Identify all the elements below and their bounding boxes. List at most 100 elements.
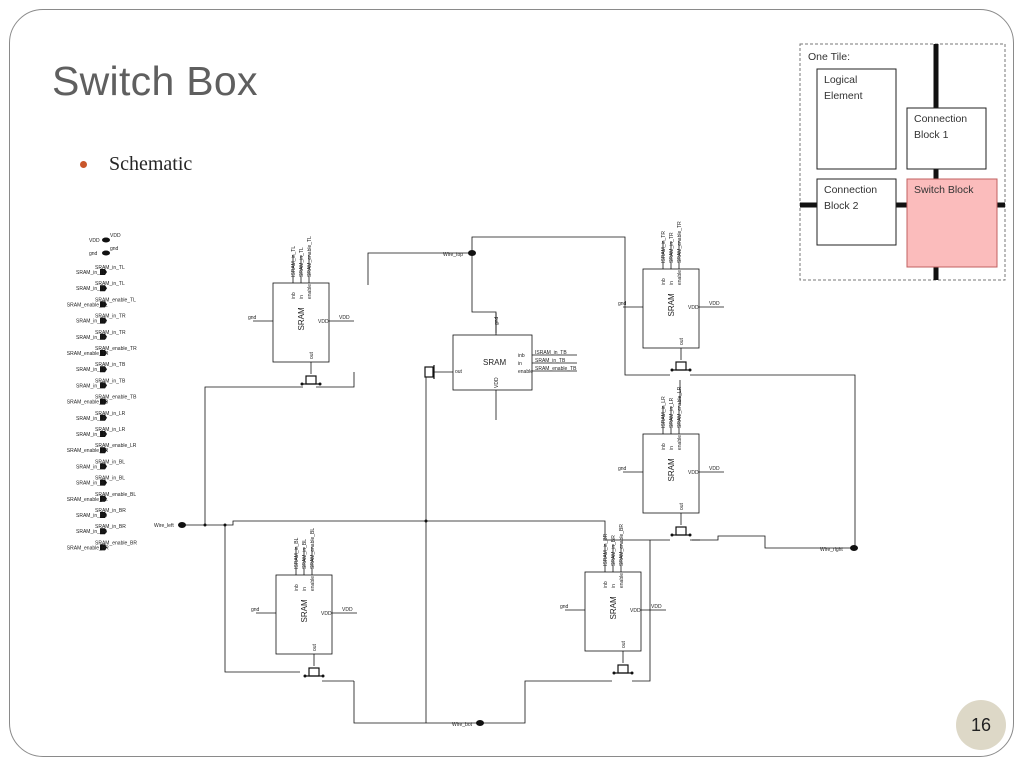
pin-terminal xyxy=(100,431,107,437)
pin-label-right: SRAM_in_BL xyxy=(95,476,125,482)
wire-left-down xyxy=(224,525,300,673)
sram-input-label: SRAM_enable_BL xyxy=(310,528,316,569)
slide-title: Switch Box xyxy=(52,58,258,104)
pin-terminal xyxy=(100,269,107,275)
pin-label-right: SRAM_in_TL xyxy=(95,265,125,271)
pin-terminal xyxy=(100,317,107,324)
sram-block-br: SRAMgndVDDVDDinbISRAM_in_BRinSRAM_in_BRe… xyxy=(560,524,666,675)
sram-label: SRAM xyxy=(483,358,506,367)
sram-input-label: SRAM_enable_LR xyxy=(677,386,683,428)
sram-gnd-label: gnd xyxy=(251,607,260,613)
pin-terminal xyxy=(102,250,110,256)
switch-block xyxy=(906,178,998,268)
sram-gnd-label: gnd xyxy=(248,315,257,321)
bullet-dot-icon xyxy=(80,161,87,168)
switch-block-label: Switch Block xyxy=(914,184,974,196)
tile-diagram: One Tile: Logical Element Connection Blo… xyxy=(799,43,1006,281)
wire-bot-terminal xyxy=(476,720,484,726)
schematic-wires xyxy=(183,236,856,724)
wire-top-label: Wire_top xyxy=(443,252,463,258)
wire-right-label: Wire_right xyxy=(820,547,843,553)
sram-input-pin: inb xyxy=(291,292,297,299)
pass-transistor-node xyxy=(318,382,322,386)
pin-label-left: SRAM_in_LR xyxy=(76,416,107,422)
wire-top-trace xyxy=(471,236,670,376)
pin-list: VDDVDDgndgndSRAM_in_TLSRAM_in_TLSRAM_in_… xyxy=(67,233,138,551)
wire-right-horizontal xyxy=(690,535,853,549)
pin-label-right: SRAM_in_BL xyxy=(95,459,125,465)
pass-transistor-icon xyxy=(424,366,434,378)
pin-terminal xyxy=(100,285,107,292)
sram-vdd-pin: VDD xyxy=(688,305,699,311)
sram-gnd-label: gnd xyxy=(618,466,627,472)
sram-input-label: SRAM_in_TB xyxy=(535,358,566,364)
sram-input-label: SRAM_enable_TR xyxy=(677,221,683,263)
pass-transistor-node xyxy=(630,671,634,675)
pass-transistor-node xyxy=(321,674,325,678)
sram-input-label: SRAM_in_BR xyxy=(611,535,617,566)
pin-label-left: SRAM_in_BR xyxy=(76,513,107,519)
sram-vdd-pin: VDD xyxy=(630,608,641,614)
sram-vdd-label: VDD xyxy=(342,607,353,613)
sram-input-pin: enable xyxy=(310,576,316,591)
logical-element-label-line1: Logical xyxy=(824,74,857,86)
pin-label-right: SRAM_in_TL xyxy=(95,281,125,287)
pin-label-left: SRAM_in_LR xyxy=(76,432,107,438)
sram-box xyxy=(642,268,700,349)
sram-input-pin: inb xyxy=(518,353,525,359)
junction-dot xyxy=(424,519,428,523)
connection-block-2-label-line2: Block 2 xyxy=(824,200,859,212)
sram-vdd-label: VDD xyxy=(709,466,720,472)
sram-out-pin: out xyxy=(679,337,685,345)
pass-transistor-node xyxy=(670,368,674,372)
sram-vdd-pin: VDD xyxy=(494,377,500,388)
connection-block-2 xyxy=(816,178,897,246)
pass-transistor-node xyxy=(688,533,692,537)
sram-label: SRAM xyxy=(300,599,309,622)
page-number-badge: 16 xyxy=(956,700,1006,750)
pin-label-right: SRAM_enable_TL xyxy=(95,297,136,303)
sram-input-label: SRAM_in_LR xyxy=(669,397,675,428)
pin-terminal xyxy=(100,528,107,535)
sram-input-pin: enable xyxy=(518,369,533,375)
junction-dot xyxy=(223,523,227,527)
pin-label-left: SRAM_enable_TB xyxy=(67,400,109,406)
sram-out-pin: out xyxy=(621,640,627,648)
pin-label-right: SRAM_in_LR xyxy=(95,427,126,433)
junction-dot xyxy=(853,546,857,550)
sram-vdd-label: VDD xyxy=(651,604,662,610)
pin-terminal xyxy=(100,414,107,421)
sram-box xyxy=(275,574,333,655)
sram-gnd-label: gnd xyxy=(560,604,569,610)
pin-label-right: SRAM_enable_LR xyxy=(95,443,137,449)
sram-input-label: ISRAM_in_TR xyxy=(661,231,667,263)
sram-input-pin: inb xyxy=(603,581,609,588)
sram-input-pin: in xyxy=(302,587,308,591)
logical-element-block xyxy=(816,68,897,170)
wire-br-out xyxy=(632,540,651,682)
wire-right-trace xyxy=(690,374,856,548)
sram-input-label: SRAM_enable_BR xyxy=(619,524,625,566)
pin-label-left: SRAM_in_TL xyxy=(76,286,106,292)
sram-gnd-label: gnd xyxy=(618,301,627,307)
pin-label-left: VDD xyxy=(89,238,100,244)
pin-terminal xyxy=(100,512,107,518)
sram-input-label: ISRAM_in_LR xyxy=(661,396,667,428)
pin-label-left: SRAM_in_BL xyxy=(76,464,106,470)
pin-label-right: SRAM_enable_TB xyxy=(95,395,137,401)
sram-label: SRAM xyxy=(667,293,676,316)
pass-transistor-icon xyxy=(308,667,320,677)
pass-transistor-node xyxy=(670,533,674,537)
pin-label-right: SRAM_in_TB xyxy=(95,378,126,384)
bullet-text: Schematic xyxy=(109,153,193,175)
sram-input-pin: inb xyxy=(661,278,667,285)
wire-left-trace xyxy=(183,386,303,526)
sram-input-pin: in xyxy=(669,446,675,450)
sram-input-pin: inb xyxy=(661,443,667,450)
bullet-item: Schematic xyxy=(80,153,192,176)
wire-bot-right xyxy=(480,680,612,724)
sram-input-label: SRAM_enable_TL xyxy=(307,236,313,277)
pin-label-right: SRAM_in_TR xyxy=(95,314,126,320)
sram-out-pin: out xyxy=(312,643,318,651)
